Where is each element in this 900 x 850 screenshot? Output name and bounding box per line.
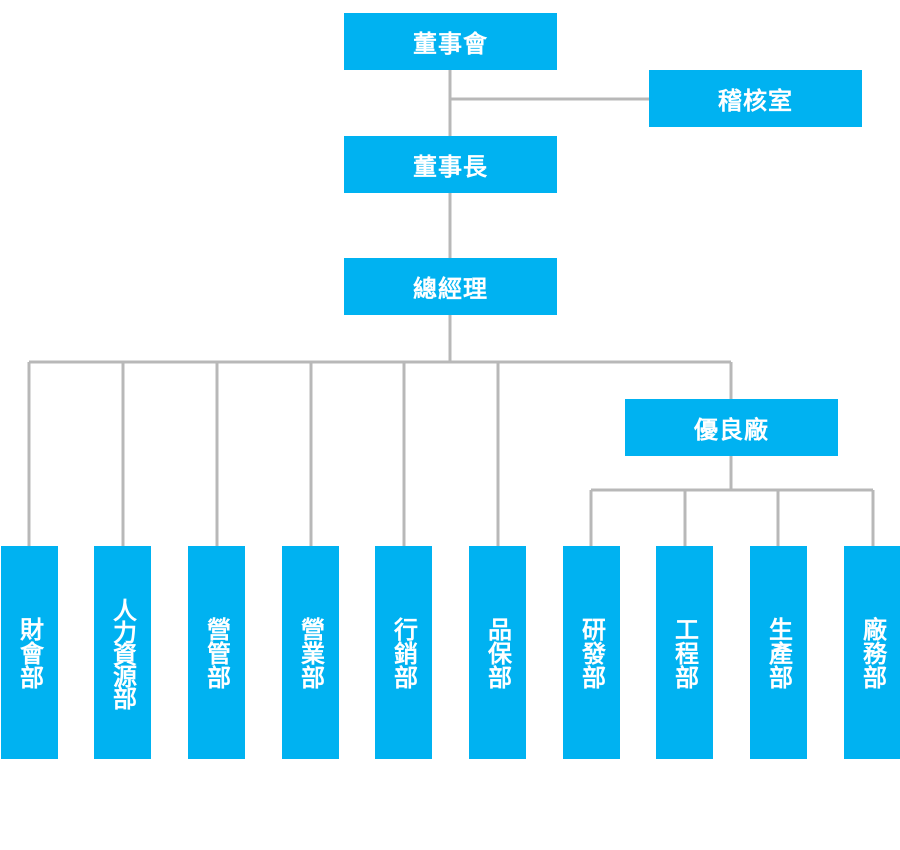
plant-box: 優良廠	[625, 399, 838, 456]
board-box: 董事會	[344, 13, 557, 70]
production-dept-box: 生產部	[750, 546, 807, 759]
chairman-box: 董事長	[344, 136, 557, 193]
quality-dept-box: 品保部	[469, 546, 526, 759]
general-manager-box: 總經理	[344, 258, 557, 315]
engineering-dept-box: 工程部	[656, 546, 713, 759]
rnd-dept-box: 研發部	[563, 546, 620, 759]
management-dept-box: 營管部	[188, 546, 245, 759]
plant-affairs-dept-box: 廠務部	[844, 546, 900, 759]
marketing-dept-box: 行銷部	[375, 546, 432, 759]
finance-dept-box: 財會部	[1, 546, 58, 759]
sales-dept-box: 營業部	[282, 546, 339, 759]
audit-box: 稽核室	[649, 70, 862, 127]
hr-dept-box: 人力資源部	[94, 546, 151, 759]
